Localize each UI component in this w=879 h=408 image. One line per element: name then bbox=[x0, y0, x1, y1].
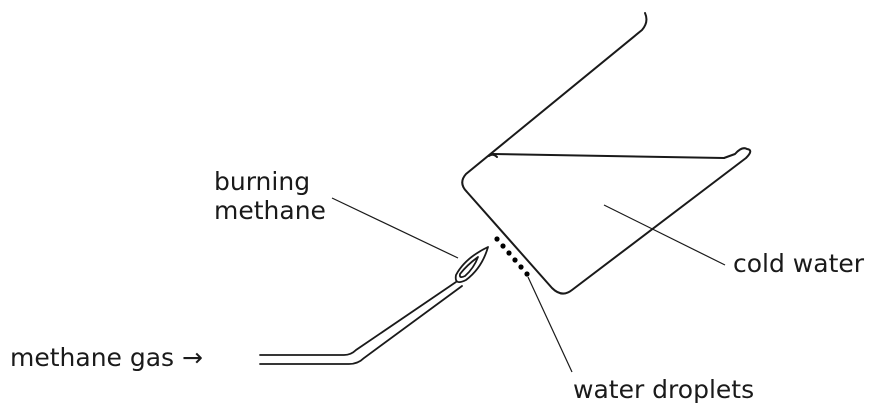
burning-methane-label-line1: burning bbox=[214, 167, 311, 196]
gas-tube-upper-wall bbox=[259, 281, 457, 356]
water-droplets-label: water droplets bbox=[573, 375, 755, 404]
water-droplets bbox=[494, 236, 530, 277]
water-surface bbox=[492, 153, 725, 159]
flame-outer bbox=[454, 246, 489, 284]
flame bbox=[454, 246, 489, 284]
flask bbox=[461, 12, 752, 295]
leader-burning-methane bbox=[331, 197, 459, 259]
burning-methane-label: burning methane bbox=[214, 167, 326, 226]
leader-cold-water bbox=[603, 204, 726, 266]
water-surface-notch bbox=[488, 153, 498, 158]
leader-water-droplets bbox=[527, 276, 573, 373]
methane-gas-label: methane gas → bbox=[10, 343, 203, 372]
gas-tube bbox=[259, 281, 463, 365]
burning-methane-label-line2: methane bbox=[214, 195, 326, 225]
cold-water-label: cold water bbox=[733, 249, 865, 278]
flask-outline bbox=[461, 12, 752, 295]
leader-lines bbox=[331, 197, 726, 373]
gas-tube-lower-wall bbox=[259, 285, 463, 365]
flame-inner bbox=[458, 256, 479, 279]
